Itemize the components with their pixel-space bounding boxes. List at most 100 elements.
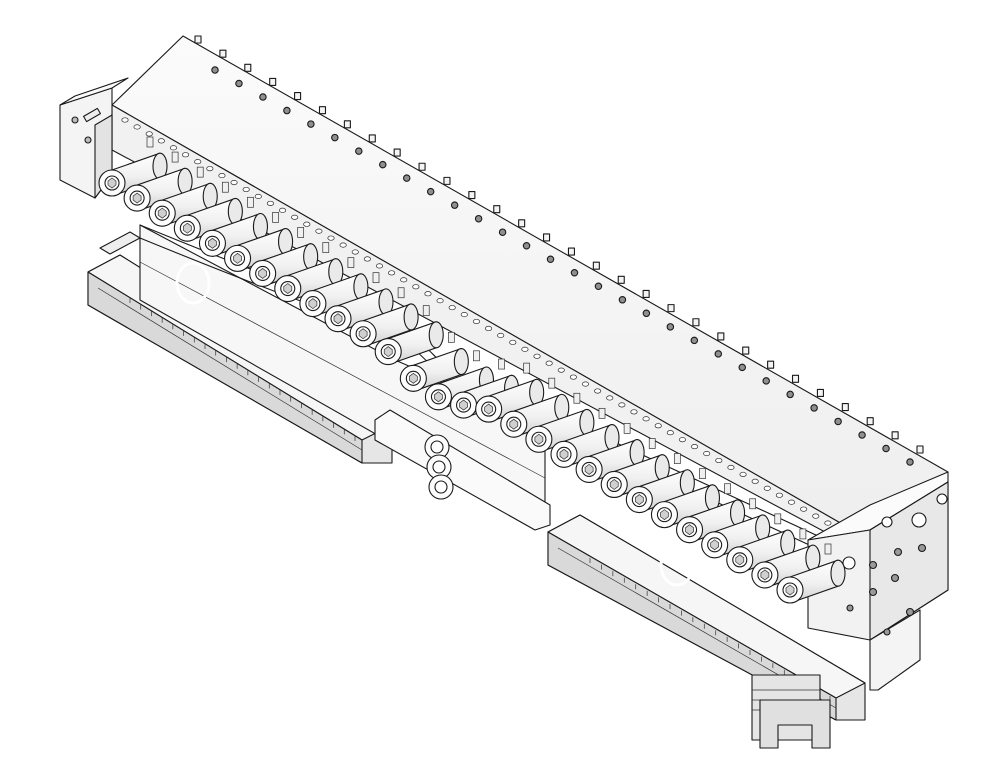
adjustment-bolt-row [98,136,846,604]
edge-hole [533,353,541,359]
edge-hole [424,291,432,297]
hex-socket [584,463,594,475]
edge-hole [521,346,529,352]
clamp-screw [673,453,681,464]
adjustment-bolt [324,272,394,333]
top-screw [567,247,575,256]
clamp-screw [724,483,731,495]
edge-hole [460,312,468,318]
hex-socket [383,346,393,358]
edge-hole [472,318,480,325]
edge-hole [485,325,493,332]
hex-socket [710,539,720,551]
edge-hole [412,284,420,290]
top-screw [767,360,775,369]
clamp-screw [347,257,355,268]
top-screw [916,445,924,454]
top-screw-hole [450,201,459,209]
adjustment-bolt [173,181,243,242]
edge-hole [169,145,178,151]
edge-hole [375,263,384,269]
adjustment-bolt [374,305,444,366]
bolt-socket [432,460,446,474]
clamp-screw [473,350,480,362]
top-screw [518,219,526,228]
edge-hole [121,117,129,123]
clamp-screw [523,362,531,374]
top-screw [368,134,376,143]
top-screw [642,289,650,299]
adjustment-bolt [249,227,319,287]
hex-socket [258,268,268,279]
hex-socket [685,524,694,536]
adjustment-bolt [751,528,821,589]
edge-hole [545,360,553,366]
adjustment-bolt [98,136,168,197]
top-screw-hole [402,174,411,182]
top-screw [692,318,700,327]
left-end-block [59,77,129,199]
top-screw-hole [379,160,387,169]
adjustment-bolt [676,483,746,544]
top-screw [667,304,675,313]
top-screw [269,77,277,86]
top-screw [742,346,750,355]
top-screw-hole [235,79,243,88]
edge-hole [630,409,638,415]
edge-hole [206,166,214,172]
top-screw [418,162,426,171]
top-screw [493,205,501,214]
adjustment-bolt [426,454,452,480]
edge-hole [339,242,347,248]
top-screw [468,190,476,200]
edge-hole [606,395,614,401]
edge-hole [327,235,335,241]
hex-socket [333,313,343,325]
edge-hole [230,179,238,186]
clamp-screw [221,181,229,193]
top-edge-screw-row [194,35,924,466]
top-screw [816,388,824,397]
hex-socket [760,569,770,581]
adjustment-bolt [726,513,796,574]
hex-socket [182,222,192,234]
adjustment-bolt [399,331,469,392]
lifting-eye-left [175,261,211,305]
edge-hole [557,367,565,373]
hex-socket [484,403,494,415]
edge-hole [363,256,371,262]
edge-hole [303,221,311,227]
edge-hole [654,423,662,429]
top-screw-hole [426,187,435,196]
edge-hole [315,228,323,234]
hex-socket [157,207,167,219]
hex-socket [459,399,468,411]
top-screw [841,403,849,412]
hex-socket [509,418,519,430]
hex-socket [735,554,745,566]
adjustment-bolt [148,166,218,227]
clamp-screw [372,272,380,284]
edge-hole [775,492,783,498]
edge-hole [642,416,650,422]
edge-hole [266,200,274,206]
top-screw-hole [738,363,746,372]
edge-hole [618,402,626,408]
hex-socket [233,252,242,264]
edge-hole [581,381,590,387]
clamp-screw [824,543,832,555]
adjustment-bolt [224,212,294,272]
edge-hole [678,437,687,443]
hex-socket [283,283,293,294]
edge-hole [666,430,674,436]
clamp-screw [196,166,204,178]
top-screw-hole [786,390,794,399]
edge-hole [727,464,735,471]
adjustment-bolt [701,498,771,559]
clamp-screw [749,498,757,510]
edge-hole [691,444,699,450]
clamp-screw [548,377,556,389]
top-screw-hole [642,309,651,318]
top-screw-hole [618,296,627,304]
